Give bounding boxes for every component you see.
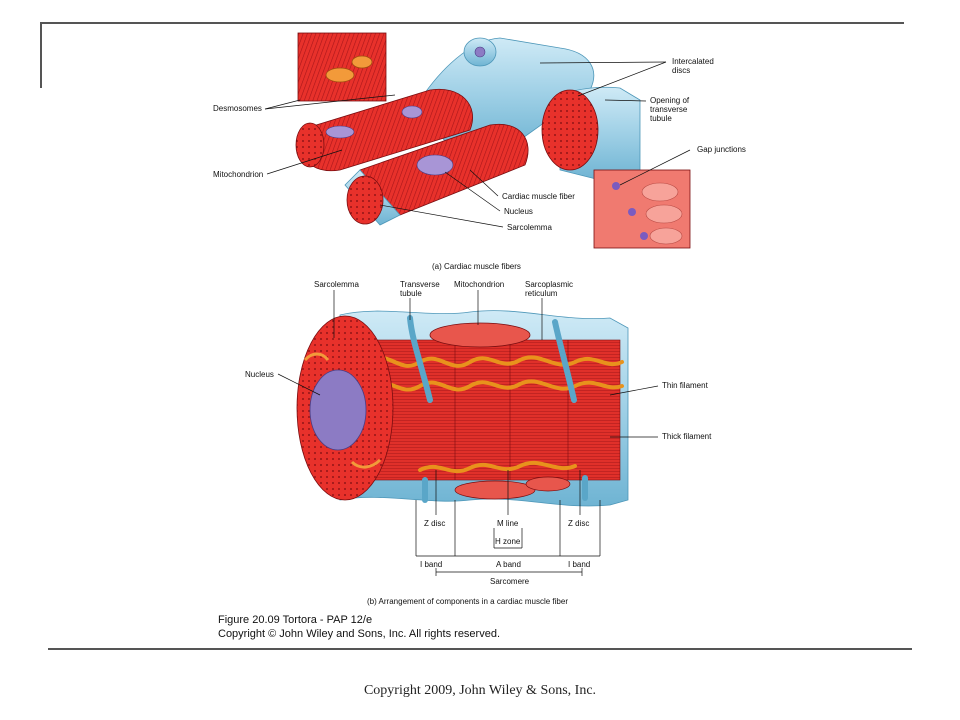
slide-left-rule [40, 22, 42, 88]
label-desmosomes: Desmosomes [213, 104, 262, 113]
label-sarcolemma-a: Sarcolemma [507, 223, 552, 232]
label-nucleus-a: Nucleus [504, 207, 533, 216]
caption-panel-a: (a) Cardiac muscle fibers [432, 262, 521, 271]
label-thick-filament: Thick filament [662, 432, 712, 441]
band-brackets [415, 500, 601, 576]
label-i-band-right: I band [568, 560, 591, 569]
label-sarcoplasmic-reticulum: Sarcoplasmic reticulum [525, 280, 574, 298]
striation-inset [297, 32, 387, 102]
sr-network [368, 355, 624, 474]
panel-a-illustration [264, 32, 691, 249]
label-z-disc-right: Z disc [568, 519, 590, 528]
label-a-band: A band [496, 560, 521, 569]
slide-footer: Copyright 2009, John Wiley & Sons, Inc. [363, 683, 597, 698]
label-opening-ttubule: Opening of transverse tubule [650, 96, 690, 123]
label-intercalated-discs: Intercalated discs [672, 57, 714, 75]
label-z-disc-left: Z disc [424, 519, 446, 528]
slide-top-rule [40, 22, 904, 24]
caption-panel-b: (b) Arrangement of components in a cardi… [367, 597, 568, 606]
fiber-end-dots [541, 89, 599, 171]
label-gap-junctions: Gap junctions [697, 145, 746, 154]
label-h-zone: H zone [495, 537, 521, 546]
label-mitochondrion-a: Mitochondrion [213, 170, 264, 179]
nucleus-b [309, 369, 367, 451]
label-thin-filament: Thin filament [662, 381, 708, 390]
t-tubules [407, 315, 588, 503]
label-mitochondrion-b: Mitochondrion [454, 280, 505, 289]
nucleus-a [416, 154, 454, 176]
label-m-line: M line [497, 519, 519, 528]
label-transverse-tubule: Transverse tubule [400, 280, 440, 298]
label-cardiac-muscle-fiber: Cardiac muscle fiber [502, 192, 575, 201]
label-sarcomere: Sarcomere [490, 577, 530, 586]
label-nucleus-b: Nucleus [245, 370, 274, 379]
figure-credit-line1: Figure 20.09 Tortora - PAP 12/e [218, 614, 373, 626]
label-i-band-left: I band [420, 560, 443, 569]
label-sarcolemma-b: Sarcolemma [314, 280, 359, 289]
mitochondrion-b [429, 322, 531, 348]
slide-bottom-rule [48, 648, 912, 650]
panel-b-illustration [277, 290, 659, 576]
figure-credit-line2: Copyright © John Wiley and Sons, Inc. Al… [218, 628, 501, 640]
